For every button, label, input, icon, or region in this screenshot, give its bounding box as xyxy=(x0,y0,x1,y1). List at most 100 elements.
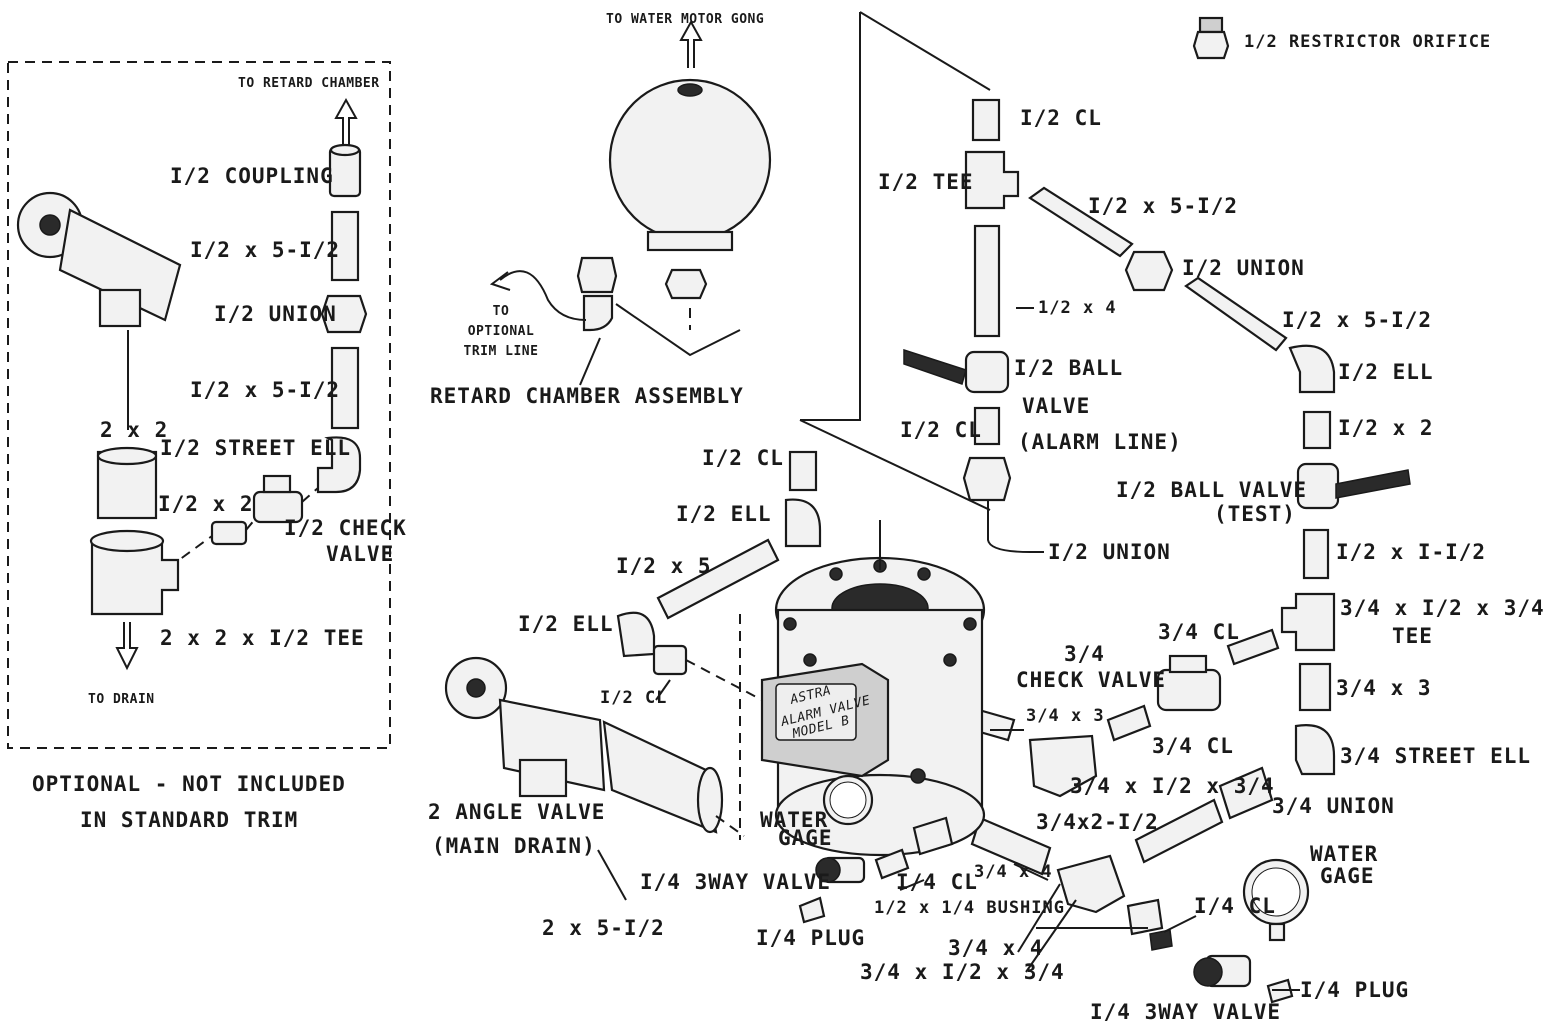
label-r-nipple-b: I/2 x 5-I/2 xyxy=(1282,308,1433,332)
label-quarter-cl-b: I/4 CL xyxy=(1194,894,1276,918)
label-c-tee: 3/4 x I/2 x 3/4 xyxy=(1070,774,1275,798)
up-arrow-retard xyxy=(334,97,358,145)
label-opt-check-2: VALVE xyxy=(326,542,395,566)
label-l-cl-b: I/2 CL xyxy=(600,688,668,708)
label-angle-valve-2: (MAIN DRAIN) xyxy=(432,834,596,858)
c-tee xyxy=(1028,734,1098,798)
label-opt-coupling: I/2 COUPLING xyxy=(170,164,334,188)
label-opt-nipple-a: I/2 x 5-I/2 xyxy=(190,238,341,262)
label-to-drain: TO DRAIN xyxy=(88,692,155,707)
r-half-by-two xyxy=(1302,410,1332,450)
label-quarter-plug-a: I/4 PLUG xyxy=(756,926,866,950)
r-street-ell xyxy=(1294,724,1336,776)
tee-bottom-part xyxy=(1056,854,1126,914)
label-r-tee-big-2: TEE xyxy=(1392,624,1433,648)
angle-valve xyxy=(444,656,724,834)
down-arrow-drain xyxy=(115,622,139,671)
label-r-ball-3: (ALARM LINE) xyxy=(1018,430,1182,454)
label-optional-1: OPTIONAL - NOT INCLUDED xyxy=(32,772,346,796)
label-to-water-motor-gong: TO WATER MOTOR GONG xyxy=(606,12,765,27)
label-water-gage-2: GAGE xyxy=(778,826,833,850)
r-cl-mid xyxy=(973,406,1001,446)
label-r-34x3: 3/4 x 3 xyxy=(1336,676,1432,700)
label-angle-valve-1: 2 ANGLE VALVE xyxy=(428,800,606,824)
label-opt-union: I/2 UNION xyxy=(214,302,337,326)
label-water-gage2-1: WATER xyxy=(1310,842,1379,866)
label-r-street-ell: 3/4 STREET ELL xyxy=(1340,744,1532,768)
label-opt-street-ell: I/2 STREET ELL xyxy=(160,436,352,460)
r-half-by-four xyxy=(973,224,1001,338)
r-34x3 xyxy=(1298,662,1332,712)
label-r-check-2: CHECK VALVE xyxy=(1016,668,1167,692)
l-ell-b xyxy=(616,611,656,658)
label-water-gage-1: WATER xyxy=(760,808,829,832)
restrictor-orifice-icon xyxy=(1192,16,1230,60)
label-three-by-four-b: 3/4 x 4 xyxy=(948,936,1044,960)
r-union-34 xyxy=(1218,766,1274,820)
l-cl-b xyxy=(652,644,688,676)
up-arrow-gong xyxy=(679,19,703,68)
l-cl xyxy=(788,450,818,492)
opt-nipple-a xyxy=(330,210,360,282)
label-c-34x2half: 3/4x2-I/2 xyxy=(1036,810,1159,834)
retard-fitting-right xyxy=(664,268,708,300)
opt-tee xyxy=(90,538,180,616)
retard-fitting-left xyxy=(576,256,618,294)
r-union-a xyxy=(1124,250,1174,292)
hose-optional xyxy=(499,270,587,321)
label-quarter-cl-a: I/4 CL xyxy=(896,870,978,894)
label-r-tee-big-1: 3/4 x I/2 x 3/4 xyxy=(1340,596,1545,620)
label-r-cl-34: 3/4 CL xyxy=(1158,620,1240,644)
label-r-union-b: I/2 UNION xyxy=(1048,540,1171,564)
label-three-way-b: I/4 3WAY VALVE xyxy=(1090,1000,1282,1024)
label-r-union-34: 3/4 UNION xyxy=(1272,794,1395,818)
label-r-half-by-one: I/2 x I-I/2 xyxy=(1336,540,1487,564)
label-to-optional-3: TRIM LINE xyxy=(463,344,539,359)
r-tee-big xyxy=(1280,592,1336,652)
l-half-by-five xyxy=(656,538,780,620)
label-optional-2: IN STANDARD TRIM xyxy=(80,808,299,832)
label-r-cl-mid: I/2 CL xyxy=(900,418,982,442)
label-r-ball-2: VALVE xyxy=(1022,394,1091,418)
label-three-by-four-a: 3/4 x 4 xyxy=(974,862,1053,882)
label-l-cl: I/2 CL xyxy=(702,446,784,470)
l-ell-a xyxy=(784,498,822,548)
label-l-ell-a: I/2 ELL xyxy=(676,502,772,526)
c-34x2half xyxy=(1134,798,1224,864)
label-r-cl-top: I/2 CL xyxy=(1020,106,1102,130)
label-c-34cl: 3/4 CL xyxy=(1152,734,1234,758)
label-r-nipple-a: I/2 x 5-I/2 xyxy=(1088,194,1239,218)
label-r-ball-1: I/2 BALL xyxy=(1014,356,1124,380)
label-quarter-plug-b: I/4 PLUG xyxy=(1300,978,1410,1002)
label-l-half-by-five: I/2 x 5 xyxy=(616,554,712,578)
three-way-valve-left xyxy=(815,856,866,884)
label-opt-nipple-b: I/2 x 5-I/2 xyxy=(190,378,341,402)
label-r-ell: I/2 ELL xyxy=(1338,360,1434,384)
label-r-tee: I/2 TEE xyxy=(878,170,974,194)
label-two-by-two: 2 x 2 xyxy=(100,418,169,442)
r-nipple-b xyxy=(1184,276,1288,352)
label-opt-check-1: I/2 CHECK xyxy=(284,516,407,540)
r-check-valve xyxy=(1156,654,1222,712)
r-nipple-a xyxy=(1028,186,1134,258)
three-by-four-a-part xyxy=(970,816,1052,876)
opt-street-ell xyxy=(316,436,362,494)
r-ball-valve-test xyxy=(1296,462,1411,510)
label-water-gage2-2: GAGE xyxy=(1320,864,1375,888)
label-retard-assembly: RETARD CHAMBER ASSEMBLY xyxy=(430,384,744,408)
r-ball-valve-alarm xyxy=(903,348,1010,394)
label-opt-half-by-two: I/2 x 2 xyxy=(158,492,254,516)
optional-trim-box xyxy=(7,61,391,749)
three-way-valve-right xyxy=(1193,954,1252,988)
label-to-optional-2: OPTIONAL xyxy=(467,324,535,339)
label-two-by-five: 2 x 5-I/2 xyxy=(542,916,665,940)
opt-union xyxy=(320,294,368,334)
opt-nipple-b xyxy=(330,346,360,430)
r-tee xyxy=(964,150,1020,210)
c-34cl xyxy=(1106,704,1152,742)
label-bushing: 1/2 x 1/4 BUSHING xyxy=(874,898,1065,918)
opt-half-by-two xyxy=(210,520,248,546)
label-r-half-by-two: I/2 x 2 xyxy=(1338,416,1434,440)
label-r-half-by-four: 1/2 x 4 xyxy=(1038,298,1117,318)
label-r-ball-test-2: (TEST) xyxy=(1214,502,1296,526)
